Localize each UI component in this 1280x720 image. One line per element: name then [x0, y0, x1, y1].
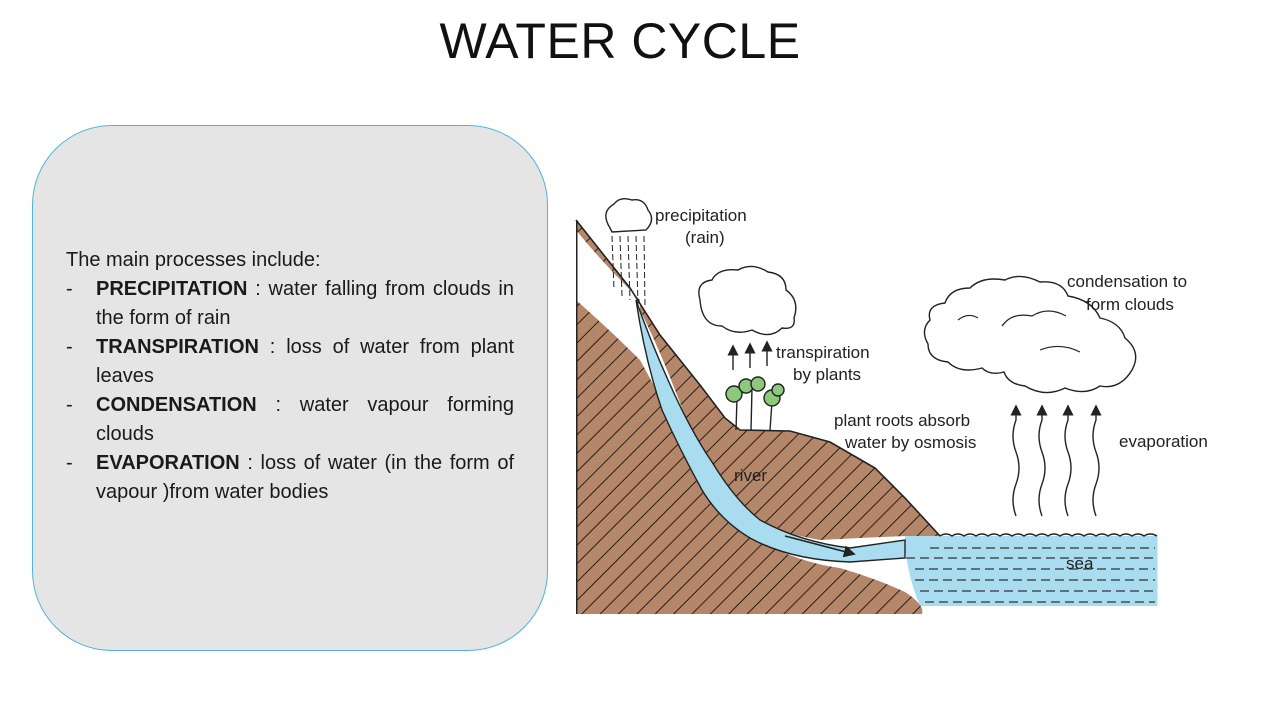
- term-separator: :: [258, 336, 287, 358]
- term-separator: :: [247, 278, 269, 300]
- info-intro: The main processes include:: [66, 249, 321, 271]
- process-description: loss of water (in the form of vapour )fr…: [96, 452, 515, 503]
- label-roots-1: plant roots absorb: [834, 411, 970, 430]
- label-condensation-2: form clouds: [1086, 295, 1174, 314]
- land-outline: [575, 219, 941, 537]
- label-evaporation: evaporation: [1119, 432, 1208, 451]
- label-precipitation-1: precipitation: [655, 206, 747, 225]
- term-separator: :: [256, 394, 300, 416]
- bullet-dash: -: [66, 394, 73, 416]
- process-term: CONDENSATION: [96, 394, 257, 416]
- sea-surface: [939, 533, 1158, 537]
- trees: [725, 376, 785, 431]
- label-sea: sea: [1066, 554, 1094, 573]
- bullet-dash: -: [66, 452, 73, 474]
- bullet-dash: -: [66, 278, 73, 300]
- condensation-cloud: [923, 275, 1137, 394]
- process-description: water vapour forming clouds: [96, 394, 514, 445]
- process-list: - PRECIPITATION : water falling from clo…: [66, 275, 514, 507]
- label-river: river: [734, 466, 767, 485]
- river-flow-arrow: [784, 535, 856, 558]
- rain-cloud: [605, 197, 653, 233]
- slide-title: WATER CYCLE: [439, 13, 801, 69]
- process-term: TRANSPIRATION: [96, 336, 259, 358]
- evaporation-arrows: [1010, 404, 1102, 517]
- term-separator: :: [239, 452, 261, 474]
- land-lower: [576, 300, 923, 614]
- bullet-dash: -: [66, 336, 73, 358]
- water-cycle-diagram: precipitation (rain) transpiration by pl…: [575, 197, 1208, 614]
- process-term: EVAPORATION: [96, 452, 240, 474]
- transpiration-arrows: [727, 340, 773, 370]
- label-transpiration-1: transpiration: [776, 343, 870, 362]
- list-item: - PRECIPITATION : water falling from clo…: [66, 275, 514, 333]
- land-mass: [576, 220, 940, 540]
- transpiration-cloud: [698, 265, 797, 336]
- process-term: PRECIPITATION: [96, 278, 248, 300]
- sea-water: [905, 536, 1157, 606]
- list-item: - EVAPORATION : loss of water (in the fo…: [66, 449, 514, 507]
- list-item: - TRANSPIRATION : loss of water from pla…: [66, 333, 514, 391]
- rain-drops: [611, 235, 646, 307]
- river: [635, 299, 906, 563]
- label-transpiration-2: by plants: [793, 365, 861, 384]
- info-panel: [32, 125, 548, 651]
- process-description: loss of water from plant leaves: [96, 336, 515, 387]
- label-roots-2: water by osmosis: [844, 433, 976, 452]
- label-condensation-1: condensation to: [1067, 272, 1187, 291]
- list-item: - CONDENSATION : water vapour forming cl…: [66, 391, 514, 449]
- label-precipitation-2: (rain): [685, 228, 725, 247]
- process-description: water falling from clouds in the form of…: [96, 278, 514, 329]
